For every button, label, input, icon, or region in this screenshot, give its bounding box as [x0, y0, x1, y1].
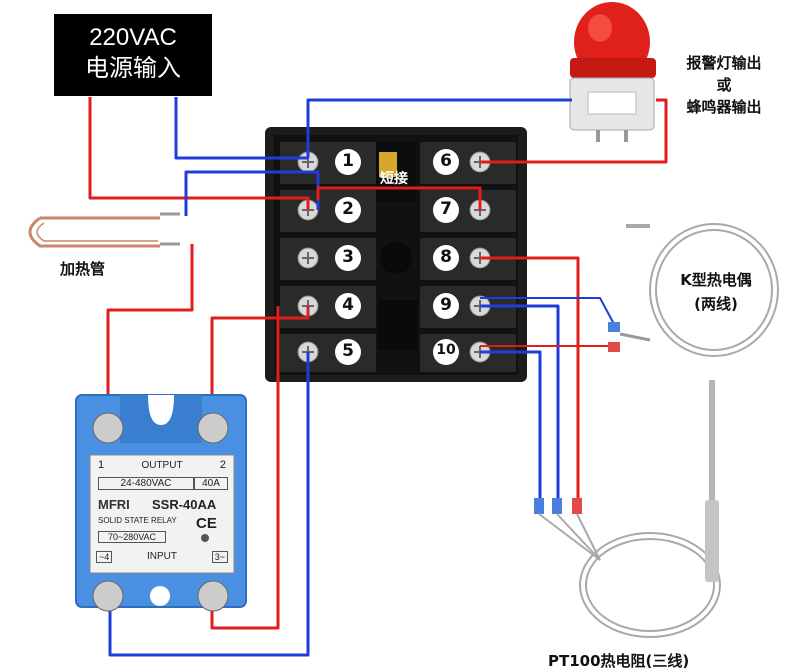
- ssr-output-left: 1: [98, 459, 105, 471]
- jumper-clip: [379, 152, 397, 177]
- heater-label: 加热管: [60, 260, 106, 278]
- solid-state-relay: [75, 394, 247, 612]
- ssr-input-title: INPUT: [147, 551, 177, 562]
- ssr-labels: 1 OUTPUT 2 24-480VAC 40A MFRI SSR-40AA S…: [90, 455, 234, 573]
- ssr-ce-mark: CE: [196, 515, 217, 532]
- terminal-3: 3: [342, 247, 354, 267]
- ssr-output-right: 2: [219, 459, 226, 471]
- terminal-2: 2: [342, 199, 354, 219]
- ssr-input-range: 70~280VAC: [98, 531, 166, 543]
- ssr-model: SSR-40AA: [152, 497, 217, 512]
- terminal-9: 9: [440, 295, 452, 315]
- power-input-box: 220VAC 电源输入: [54, 14, 212, 96]
- thermocouple-label-line2: (两线): [694, 295, 738, 313]
- terminal-4: 4: [342, 295, 354, 315]
- power-voltage-label: 220VAC: [89, 24, 177, 51]
- k-thermocouple: [626, 223, 779, 357]
- alarm-output-label: 报警灯输出 或 蜂鸣器输出: [672, 52, 776, 118]
- heater-coil: [28, 212, 180, 248]
- ssr-current: 40A: [194, 477, 228, 490]
- wire-lugs: [534, 322, 620, 561]
- terminal-10: 10: [436, 342, 456, 358]
- ssr-input-right: 3~: [211, 551, 228, 563]
- terminal-7: 7: [440, 199, 452, 219]
- rtd-label: PT100热电阻(三线): [548, 652, 690, 670]
- ssr-input-left: ~4: [96, 551, 113, 563]
- terminal-number-badges: [335, 149, 459, 365]
- thermocouple-label: K型热电偶 (两线): [668, 268, 764, 316]
- thermocouple-label-line1: K型热电偶: [680, 271, 752, 289]
- jumper-label: 短接: [380, 171, 408, 187]
- alarm-label-line2: 或: [716, 76, 732, 94]
- terminal-5: 5: [342, 341, 354, 361]
- alarm-label-line3: 蜂鸣器输出: [686, 98, 762, 116]
- ssr-brand: MFRI: [98, 497, 130, 512]
- ssr-voltage: 24-480VAC: [98, 477, 194, 490]
- alarm-label-line1: 报警灯输出: [686, 54, 762, 72]
- wires: [88, 97, 668, 657]
- ssr-subtitle: SOLID STATE RELAY: [98, 516, 177, 525]
- terminal-1: 1: [342, 151, 354, 171]
- ssr-output-title: OUTPUT: [141, 460, 183, 471]
- power-input-label: 电源输入: [85, 55, 181, 82]
- terminal-8: 8: [440, 247, 452, 267]
- pt100-probe: [579, 380, 721, 638]
- alarm-lamp: [569, 2, 656, 142]
- terminal-6: 6: [440, 151, 452, 171]
